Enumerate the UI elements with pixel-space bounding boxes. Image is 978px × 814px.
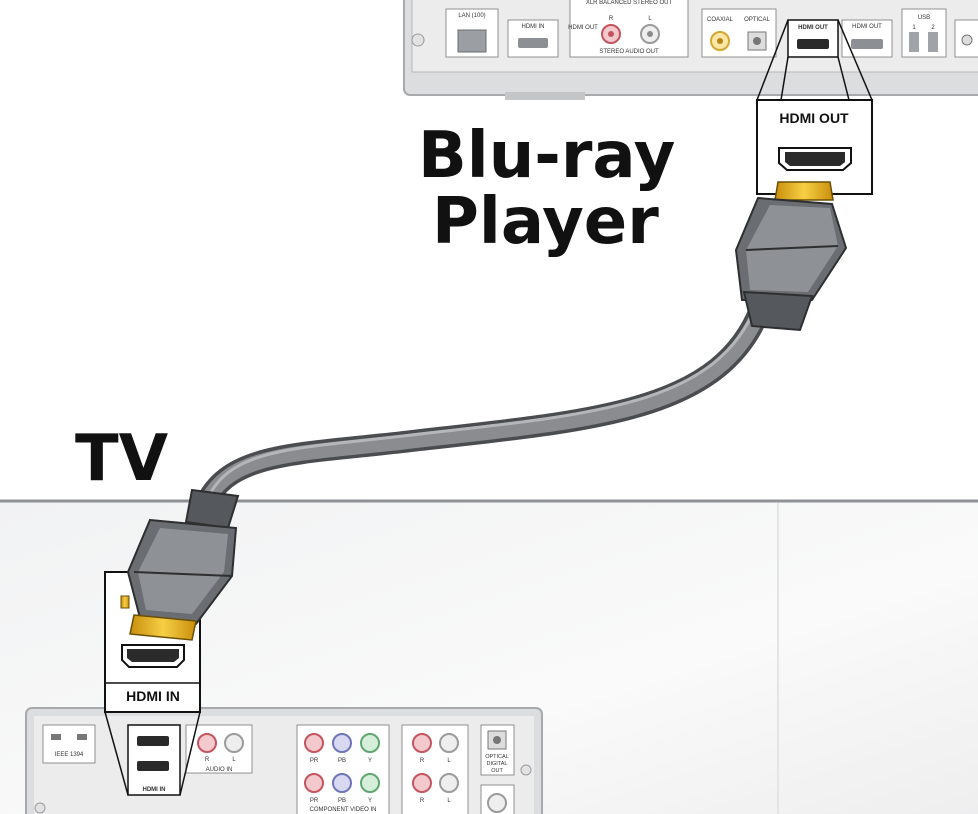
pb-label-2: PB [338,798,346,804]
optical-label: OPTICAL [744,17,770,23]
pr-label-2: PR [310,798,319,804]
l-label-3: L [447,798,451,804]
pr-label-1: PR [310,758,319,764]
hdmi-cable [194,299,771,516]
tv-audio-group-2: R L R L [401,724,469,814]
r-label: R [609,16,614,22]
stereo-audio-out-label: STEREO AUDIO OUT [599,49,659,55]
usb-ports: USB 1 2 [901,8,947,58]
y-label-2: Y [368,798,372,804]
l-label-2: L [447,758,451,764]
hdmi-in-callout-label: HDMI IN [126,688,180,704]
bluray-hdmi-out-port-2: HDMI OUT [841,19,893,58]
audio-r-label: R [205,757,210,763]
optical-out-label-1: OPTICAL [485,754,509,760]
tv-hdmi-in-ports: HDMI IN [127,724,181,796]
small-hdmi-out-label: HDMI OUT [568,25,598,31]
lan-port: LAN (100) [445,8,499,58]
component-video-in: PR PB Y PR PB Y COMPONENT VIDEO IN [296,724,390,814]
audio-in-label: AUDIO IN [206,767,233,773]
y-label-1: Y [368,758,372,764]
pb-label-1: PB [338,758,346,764]
optical-out-label-3: OUT [491,768,503,774]
stereo-audio-out-group: XLR BALANCED STEREO OUT HDMI OUT R L STE… [568,0,689,58]
hdmi-plug-bottom [120,488,240,641]
r-label-3: R [420,798,425,804]
optical-out-label-2: DIGITAL [487,761,508,767]
hdmi-out-2-label: HDMI OUT [852,24,882,30]
audio-l-label: L [232,757,236,763]
bluray-back-panel: LAN (100) HDMI IN XLR BALANCED STEREO OU… [403,0,978,100]
tv-audio-in: R L AUDIO IN [185,724,253,774]
bluray-hdmi-out-port-1: HDMI OUT [787,19,839,58]
usb-2-label: 2 [931,25,935,31]
bluray-hdmi-in-port: HDMI IN [507,19,559,58]
hdmi-plug-top [734,181,848,332]
usb-label: USB [918,15,930,21]
hdmi-out-1-label: HDMI OUT [798,25,828,31]
l-label: L [648,16,652,22]
lan-label: LAN (100) [458,13,485,19]
tv-hdmi-in-small-label: HDMI IN [143,787,166,793]
optical-digital-out: OPTICAL DIGITAL OUT [480,724,515,814]
ieee-label: IEEE 1394 [55,752,84,758]
component-video-in-label: COMPONENT VIDEO IN [310,807,377,813]
r-label-2: R [420,758,425,764]
hdmi-out-callout: HDMI OUT [756,19,873,195]
hdmi-out-callout-label: HDMI OUT [779,110,849,126]
digital-audio-group: COAXIAL OPTICAL [701,8,777,58]
xlr-label: XLR BALANCED STEREO OUT [586,0,673,6]
coaxial-label: COAXIAL [707,17,734,23]
ieee-1394-port: IEEE 1394 [42,724,96,764]
bluray-hdmi-in-label: HDMI IN [522,24,545,30]
usb-1-label: 1 [912,25,916,31]
bluray-player-title-line2: Player [432,185,659,259]
tv-title: TV [75,422,169,496]
bluray-player-title-line1: Blu-ray [418,119,675,193]
